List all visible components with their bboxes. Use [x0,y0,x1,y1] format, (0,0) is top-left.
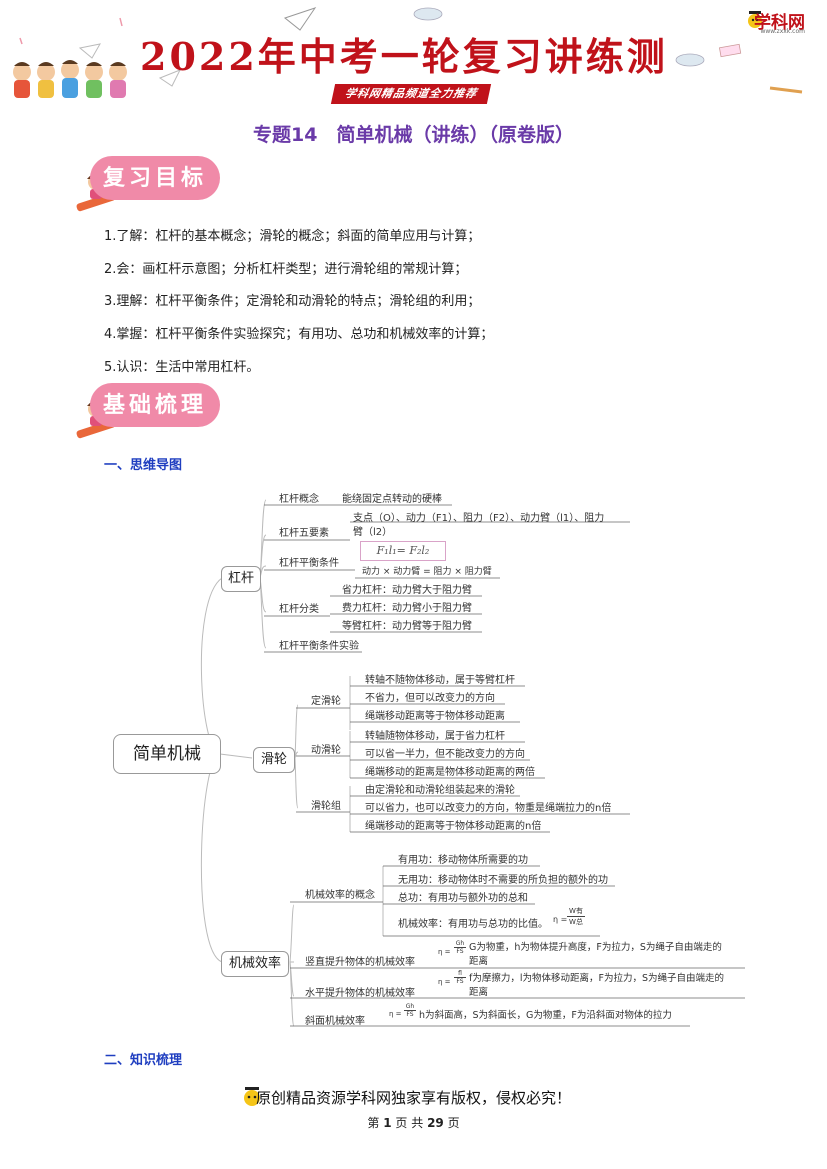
fraction-denominator: W总 [569,918,583,926]
mindmap-pulley-movable-2: 可以省一半力，但不能改变力的方向 [365,749,525,760]
mindmap-efficiency-horizontal-text-2: 距离 [469,987,489,998]
mindmap-efficiency-vertical-text-1: G为物重，h为物体提升高度，F为拉力，S为绳子自由端走的 [469,942,722,953]
mindmap-lever-type-3: 等臂杠杆：动力臂等于阻力臂 [342,621,472,632]
mindmap-pulley-movable: 动滑轮 [311,745,341,756]
mindmap-efficiency-horizontal-eta: η = [438,978,451,986]
mindmap-pulley-fixed-1: 转轴不随物体移动，属于等臂杠杆 [365,675,515,686]
footer-mascot-icon [244,1087,260,1106]
mindmap-efficiency-vertical: 竖直提升物体的机械效率 [305,957,415,968]
mindmap-pulley-movable-1: 转轴随物体移动，属于省力杠杆 [365,731,505,742]
mindmap-lever-concept-text: 能绕固定点转动的硬棒 [342,494,442,505]
mindmap-pulley-fixed-3: 绳端移动距离等于物体移动距离 [365,711,505,722]
page-prefix: 第 [367,1116,380,1130]
goal-item: 3.理解：杠杆平衡条件；定滑轮和动滑轮的特点；滑轮组的利用； [104,294,481,309]
mindmap-efficiency-horizontal: 水平提升物体的机械效率 [305,988,415,999]
section-badge-basics: 基础梳理 [90,383,220,427]
mindmap-efficiency-frac: W有 W总 [567,906,585,927]
site-logo-url: www.zxxk.com [760,28,805,35]
mindmap-efficiency-horizontal-frac: fl FS [454,970,466,985]
mindmap-pulley-block-3: 绳端移动的距离等于物体移动距离的n倍 [365,821,542,832]
mindmap-efficiency-incline-text: h为斜面高，S为斜面长，G为物重，F为沿斜面对物体的拉力 [419,1010,672,1021]
doodle-decoration-icon [19,7,803,94]
fraction-denominator: FS [406,1011,414,1018]
mindmap-efficiency-incline-eta: η = [389,1010,402,1018]
mindmap-branch-pulley: 滑轮 [253,747,295,773]
mindmap-efficiency-vertical-eta: η = [438,948,451,956]
mindmap-lever-types: 杠杆分类 [279,604,319,615]
mindmap-root: 简单机械 [113,734,221,774]
mindmap-pulley-block-2: 可以省力，也可以改变力的方向，物重是绳端拉力的n倍 [365,803,612,814]
mindmap-lever-elements-text-2: 臂（l2） [353,527,393,538]
logo-mascot-icon [748,11,762,28]
total-pages: 29 [427,1116,444,1130]
mindmap-lever-elements-text-1: 支点（O）、动力（F1）、阻力（F2）、动力臂（l1）、阻力 [353,513,605,524]
fraction-numerator: fl [454,970,466,978]
mindmap-lever-concept: 杠杆概念 [279,494,319,505]
mindmap-lever-formula-text: 动力 × 动力臂 = 阻力 × 阻力臂 [362,567,492,577]
mindmap-efficiency-incline-frac: Gh FS [404,1003,416,1018]
children-illustration-icon [13,60,127,98]
mindmap-pulley-fixed: 定滑轮 [311,696,341,707]
mindmap-efficiency-eff: 机械效率：有用功与总功的比值。 [398,919,548,930]
mindmap-lever-formula: F₁l₁= F₂l₂ [360,541,446,561]
mindmap-pulley-fixed-2: 不省力，但可以改变力的方向 [365,693,495,704]
section-badge-goals: 复习目标 [90,156,220,200]
page-number: 第 1 页 共 29 页 [0,1114,827,1131]
fraction-numerator: Gh [404,1003,416,1011]
fraction-numerator: Gh [454,940,466,948]
heading-knowledge: 二、知识梳理 [104,1053,183,1068]
mindmap-efficiency-total: 总功：有用功与额外功的总和 [398,893,528,904]
mindmap-efficiency-eta: η = [553,915,568,924]
mindmap-lever-experiment: 杠杆平衡条件实验 [279,641,359,652]
mindmap-efficiency-horizontal-text-1: f为摩擦力，l为物体移动距离，F为拉力，S为绳子自由端走的 [469,973,724,984]
goal-item: 4.掌握：杠杆平衡条件实验探究；有用功、总功和机械效率的计算； [104,327,494,342]
goal-item: 5.认识：生活中常用杠杆。 [104,360,260,375]
mindmap-efficiency-useful: 有用功：移动物体所需要的功 [398,855,528,866]
current-page: 1 [383,1116,392,1130]
page-mid: 页 共 [395,1116,424,1130]
mindmap-efficiency-vertical-text-2: 距离 [469,956,489,967]
header-banner: 2022年中考一轮复习讲练测 学科网精品频道全力推荐 学科网 www.zxxk.… [0,0,827,112]
mindmap-efficiency-extra: 无用功：移动物体时不需要的所负担的额外的功 [398,875,608,886]
document-title: 专题14 简单机械（讲练）（原卷版） [253,124,574,146]
mindmap-efficiency-incline: 斜面机械效率 [305,1016,365,1027]
fraction-denominator: FS [456,978,464,985]
mindmap-pulley-block: 滑轮组 [311,801,341,812]
mindmap-branch-lever: 杠杆 [221,566,261,592]
mindmap-efficiency-concept: 机械效率的概念 [305,890,375,901]
goal-item: 2.会：画杠杆示意图；分析杠杆类型；进行滑轮组的常规计算； [104,262,468,277]
mindmap-lever-balance: 杠杆平衡条件 [279,558,339,569]
mindmap-branch-efficiency: 机械效率 [221,951,289,977]
banner-title: 2022年中考一轮复习讲练测 [140,34,668,79]
goal-item: 1.了解：杠杆的基本概念；滑轮的概念；斜面的简单应用与计算； [104,229,481,244]
fraction-denominator: FS [456,948,464,955]
mindmap-lever-type-2: 费力杠杆：动力臂小于阻力臂 [342,603,472,614]
mindmap-efficiency-vertical-frac: Gh FS [454,940,466,955]
fraction-numerator: W有 [567,906,585,917]
footer-copyright: 原创精品资源学科网独家享有版权，侵权必究！ [255,1089,571,1107]
mindmap-pulley-movable-3: 绳端移动的距离是物体移动距离的两倍 [365,767,535,778]
mindmap-pulley-block-1: 由定滑轮和动滑轮组装起来的滑轮 [365,785,515,796]
page-suffix: 页 [447,1116,460,1130]
site-logo[interactable]: 学科网 [754,13,805,33]
mindmap-lever-elements: 杠杆五要素 [279,528,329,539]
mindmap-lever-type-1: 省力杠杆：动力臂大于阻力臂 [342,585,472,596]
heading-mindmap: 一、思维导图 [104,458,183,473]
